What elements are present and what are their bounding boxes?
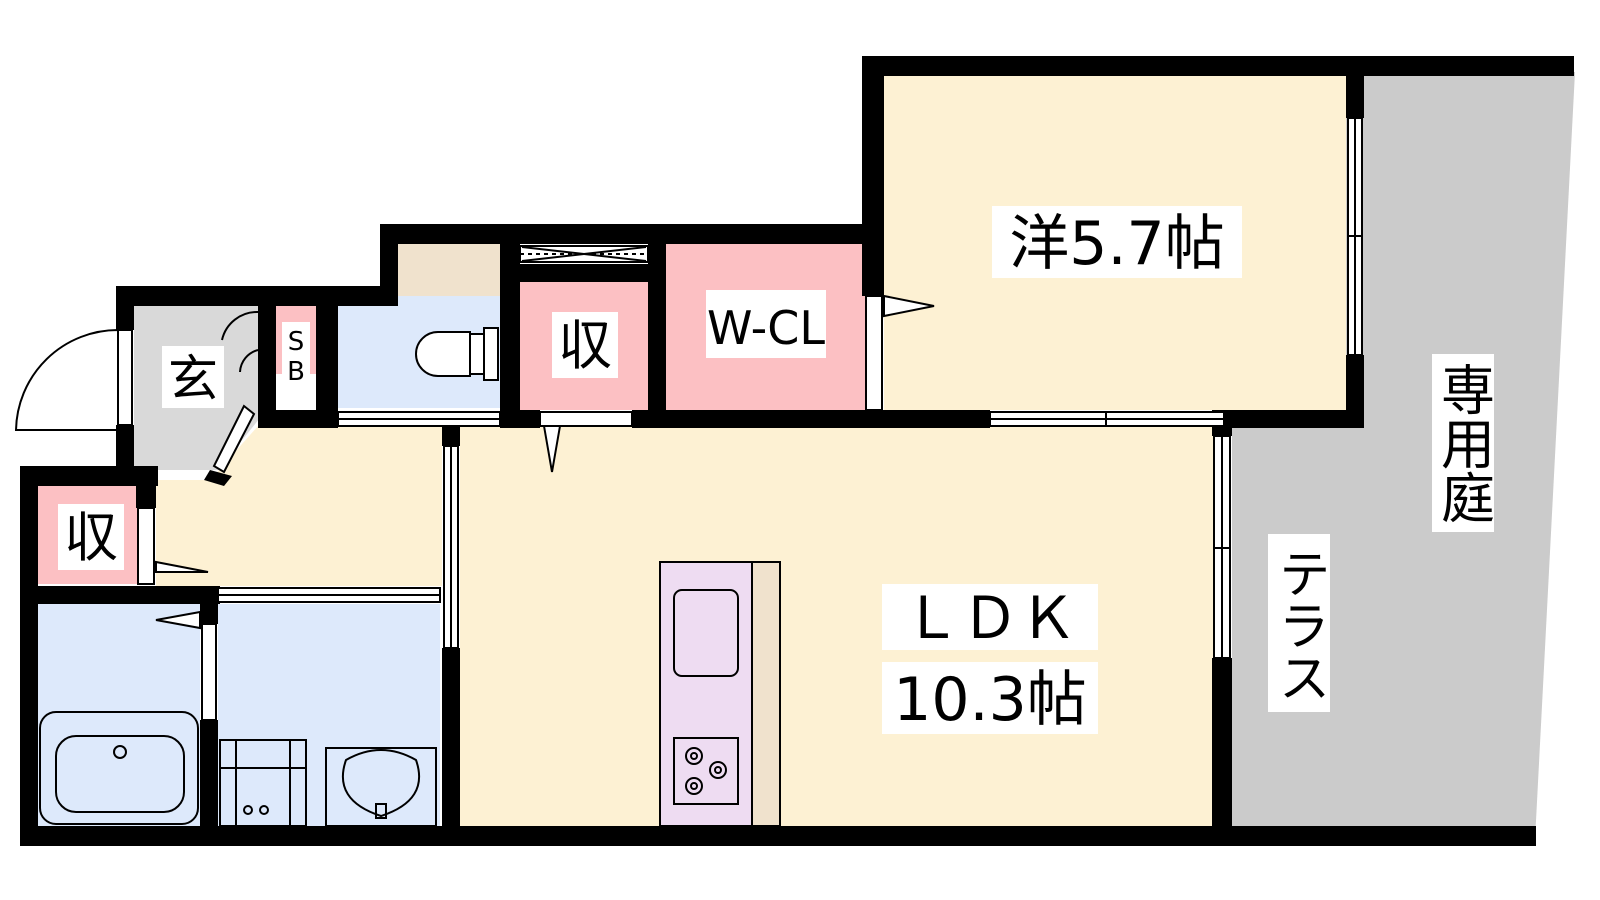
ldk-room — [460, 426, 1224, 826]
bathtub-icon — [39, 711, 199, 825]
wcl-label: W-CL — [707, 301, 825, 355]
storage-lower-label: 収 — [64, 506, 118, 569]
wash-basin-icon — [325, 747, 437, 827]
storage-upper-label: 収 — [558, 314, 612, 377]
door-swings — [14, 294, 935, 630]
ldk-label: ＬＤＫ — [903, 584, 1077, 652]
terrace-label: テラス — [1269, 547, 1329, 703]
stove-icon — [685, 747, 727, 795]
ldk-size-label: 10.3帖 — [893, 665, 1087, 735]
entrance-label: 玄 — [168, 350, 218, 408]
shoebox-label-b: B — [287, 357, 305, 387]
shoebox-label-s: S — [288, 327, 305, 357]
walls — [20, 56, 1574, 846]
toilet-icon — [415, 327, 499, 381]
garden-label: 専用庭 — [1432, 362, 1495, 524]
shelf-cross — [521, 246, 647, 262]
kitchen-counter — [659, 561, 781, 827]
washing-machine-icon — [219, 739, 307, 827]
western-room-label: 洋5.7帖 — [1009, 209, 1224, 279]
bathroom — [38, 604, 200, 826]
washroom — [218, 604, 440, 826]
toilet-shelf — [398, 242, 500, 296]
